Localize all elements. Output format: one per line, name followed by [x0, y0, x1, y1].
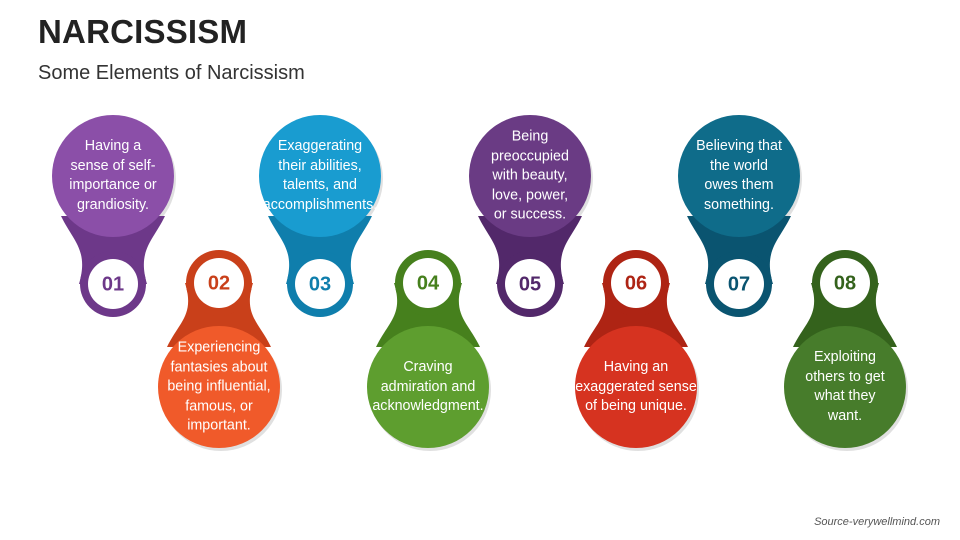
- item-text-line: Having a: [84, 138, 142, 154]
- item-number: 06: [624, 272, 648, 295]
- bulb-circle: [367, 326, 489, 448]
- item-text-line: the world: [709, 157, 768, 174]
- item-text-line: Believing that: [696, 138, 782, 154]
- item-text-line: accomplishments.: [262, 196, 378, 213]
- item-02: [158, 250, 282, 451]
- item-number: 02: [207, 272, 231, 295]
- number-disc: [714, 259, 764, 309]
- item-number: 01: [101, 273, 125, 296]
- item-text-line: owes them: [704, 177, 774, 193]
- item-text-line: or success.: [493, 206, 567, 223]
- item-text-line: others to get: [805, 368, 885, 385]
- item-03: [259, 115, 383, 317]
- number-disc: [295, 259, 345, 309]
- item-05: [469, 115, 593, 317]
- item-text: Experiencing fantasies about being influen…: [157, 338, 281, 436]
- item-text-line: Craving: [403, 358, 453, 375]
- item-text-line: important.: [187, 417, 251, 434]
- item-text-line: importance or: [69, 177, 157, 193]
- item-text-line: their abilities,: [278, 157, 362, 174]
- number-disc: [88, 259, 138, 309]
- item-07: [678, 115, 802, 317]
- bulb-circle: [158, 326, 280, 448]
- item-text: Having an exaggerated sense of being uniqu…: [574, 358, 698, 417]
- bulb-circle: [784, 326, 906, 448]
- item-text-line: something.: [704, 196, 774, 213]
- item-08: [784, 250, 908, 451]
- item-text: Exploiting others to get what they want.: [783, 348, 907, 426]
- item-text-line: exaggerated sense: [575, 378, 697, 395]
- item-text-line: of being unique.: [585, 397, 687, 414]
- number-disc: [194, 258, 244, 308]
- item-text-line: grandiosity.: [76, 196, 150, 213]
- item-06: [575, 250, 699, 451]
- page-title: NARCISSISM: [38, 13, 248, 50]
- item-text-line: what they: [814, 388, 876, 404]
- item-01: [52, 115, 176, 317]
- item-number: 03: [308, 273, 332, 296]
- item-number: 04: [416, 272, 440, 295]
- item-text-line: talents, and: [283, 177, 357, 193]
- item-text-line: famous, or: [185, 397, 253, 414]
- item-number: 08: [833, 272, 857, 295]
- number-disc: [505, 259, 555, 309]
- item-text-line: admiration and: [380, 378, 476, 395]
- item-text: Being preoccupied with beauty, love, power,…: [468, 127, 592, 225]
- bulb-circle: [575, 326, 697, 448]
- item-text-line: being influential,: [167, 378, 271, 395]
- item-text: Believing that the world owes them somethin…: [677, 137, 801, 215]
- bulb-circle: [469, 115, 591, 237]
- item-04: [367, 250, 491, 451]
- item-text-line: Being: [511, 128, 549, 145]
- page-subtitle: Some Elements of Narcissism: [38, 62, 305, 84]
- bulb-circle: [259, 115, 381, 237]
- source-note: Source-verywellmind.com: [814, 516, 940, 528]
- item-text-line: fantasies about: [170, 358, 268, 375]
- number-disc: [820, 258, 870, 308]
- item-text-line: sense of self-: [70, 157, 156, 174]
- item-text-line: want.: [827, 407, 863, 424]
- item-number: 05: [518, 273, 542, 296]
- item-text: Having a sense of self-importance or grand…: [51, 137, 175, 215]
- bulb-circle: [678, 115, 800, 237]
- item-text-line: Having an: [603, 358, 669, 375]
- item-text-line: Exaggerating: [277, 138, 363, 154]
- item-number: 07: [727, 273, 751, 296]
- item-text-line: preoccupied: [491, 147, 569, 164]
- item-text-line: Exploiting: [814, 349, 876, 365]
- number-disc: [403, 258, 453, 308]
- item-text: Craving admiration and acknowledgment.: [366, 358, 490, 417]
- item-text-line: with beauty,: [492, 167, 568, 184]
- bulb-circle: [52, 115, 174, 237]
- item-text: Exaggerating their abilities, talents, and…: [258, 137, 382, 215]
- number-disc: [611, 258, 661, 308]
- item-text-line: acknowledgment.: [372, 397, 484, 414]
- item-text-line: Experiencing: [177, 339, 261, 356]
- item-text-line: love, power,: [491, 186, 569, 203]
